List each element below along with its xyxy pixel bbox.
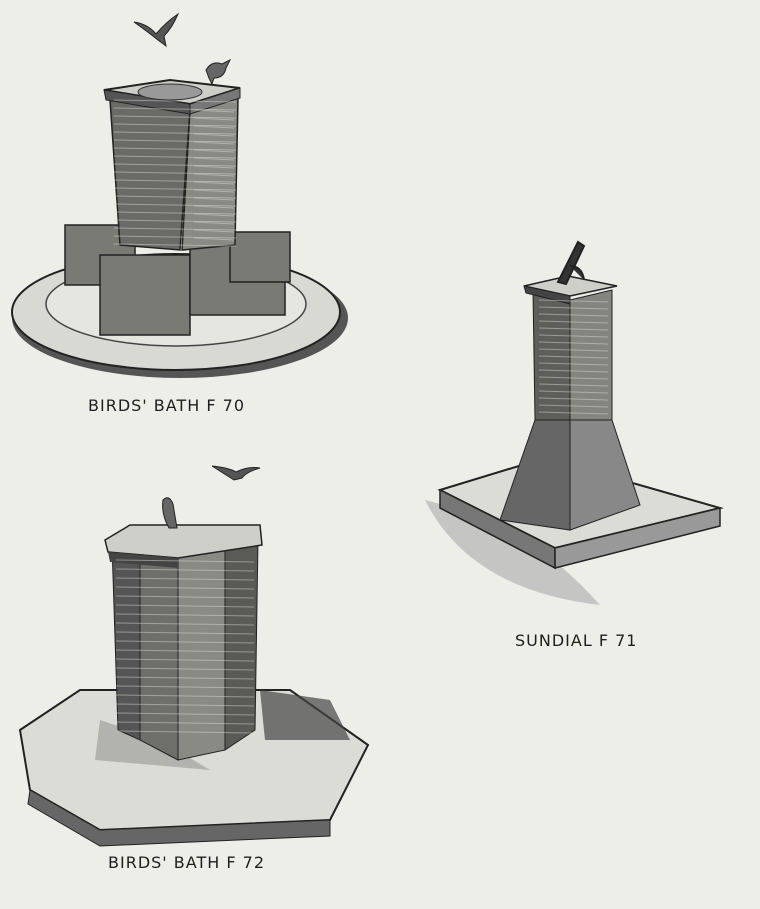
octagonal-base-side [27,789,331,847]
caption-sundial-f71: SUNDIAL F 71 [515,631,638,650]
brick-course [115,631,255,635]
brick-course [113,195,237,199]
brick-course [115,649,255,653]
perched-bird-icon [205,58,232,86]
brick-course [115,604,255,608]
birds-bath-f70-illustration [11,12,348,378]
brick-course [115,577,255,581]
brick-course [538,362,609,366]
brick-course [538,404,609,408]
brick-course [538,411,609,415]
brick-course [115,667,255,671]
brick-course [538,334,609,338]
flying-bird-icon [211,465,261,481]
column-front-left [139,549,179,761]
sundial-f71-illustration [425,240,724,605]
brick-course [115,640,255,644]
brick-course [113,131,237,135]
brick-course [193,197,235,201]
brick-course [193,149,235,153]
brick-course [115,595,255,599]
brick-course [113,99,237,103]
brick-course [193,173,235,177]
caption-birds-bath-f72: BIRDS' BATH F 72 [108,853,265,872]
brick-course [538,348,609,352]
brick-course [113,155,237,159]
sundial-pillar-right [569,289,613,421]
brick-course [113,235,237,239]
brick-course [115,703,255,707]
brick-course [193,157,235,161]
brick-course [193,237,235,241]
brick-course [115,559,255,563]
sundial-cap-front [523,285,571,305]
brick-course [115,622,255,626]
brick-course [115,685,255,689]
brick-course [193,229,235,233]
brick-course [115,568,255,572]
birds-bath-f72-illustration [18,465,370,847]
brick-course [538,397,609,401]
brick-course [115,613,255,617]
brick-courses [113,99,609,734]
brick-course [113,179,237,183]
brick-course [193,205,235,209]
brick-course [193,221,235,225]
brick-course [115,586,255,590]
brick-course [538,327,609,331]
brick-course [538,355,609,359]
brick-course [193,141,235,145]
brick-block [99,254,191,336]
brick-course [193,109,235,113]
brick-course [538,383,609,387]
brick-course [113,187,237,191]
brick-course [115,676,255,680]
brick-course [113,227,237,231]
brick-course [193,165,235,169]
brick-course [113,203,237,207]
brick-course [193,133,235,137]
gnomon-icon [556,240,586,286]
sundial-shadow [425,500,600,605]
brick-course [113,139,237,143]
brick-course [113,219,237,223]
brick-course [538,320,609,324]
brick-course [193,181,235,185]
bath-basin [137,83,203,101]
brick-course [538,306,609,310]
brick-course [115,694,255,698]
brick-course [538,341,609,345]
brick-course [113,243,237,247]
flying-bird-icon [133,12,180,48]
brick-course [538,390,609,394]
brick-course [538,299,609,303]
brick-course [113,171,237,175]
pillar-left-face [109,99,191,251]
perched-bird-icon [162,497,178,529]
square-base-side [554,507,721,569]
brick-course [538,369,609,373]
brick-course [193,125,235,129]
brick-block [229,231,291,283]
brick-course [115,730,255,734]
brick-course [115,658,255,662]
caption-birds-bath-f70: BIRDS' BATH F 70 [88,396,245,415]
brick-course [538,313,609,317]
brick-course [113,211,237,215]
brick-course [193,117,235,121]
brick-course [538,376,609,380]
brick-course [115,721,255,725]
bath-cap-side [189,87,241,115]
brick-course [113,115,237,119]
pillar-shadow [260,690,350,740]
brick-course [113,147,237,151]
brick-course [113,123,237,127]
brick-course [193,189,235,193]
column-right [224,539,259,751]
brick-course [113,107,237,111]
brick-course [193,213,235,217]
brick-course [115,712,255,716]
brick-course [113,163,237,167]
